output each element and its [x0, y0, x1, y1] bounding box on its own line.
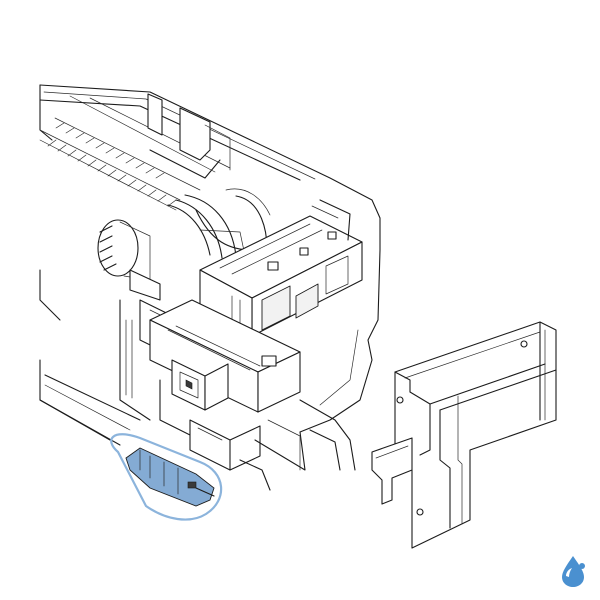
highlighted-part[interactable] [110, 433, 223, 521]
fan-motor [97, 219, 161, 301]
water-drop-logo-icon [562, 556, 585, 587]
highlight-fill [125, 447, 215, 507]
top-mounting-tab [147, 93, 231, 179]
highlight-outline [110, 433, 223, 521]
indoor-unit-body [39, 84, 381, 471]
grille-slats [47, 122, 177, 207]
mounting-bracket [371, 321, 557, 549]
cable-harness [167, 188, 271, 271]
lower-module [149, 299, 301, 413]
right-side-fittings [239, 399, 356, 491]
connector-plug [187, 481, 197, 489]
electrical-box [199, 199, 363, 337]
damper-motor [159, 359, 261, 471]
bolt-hole [396, 396, 404, 404]
bolt-hole [416, 508, 424, 516]
bolt-hole [520, 340, 528, 348]
